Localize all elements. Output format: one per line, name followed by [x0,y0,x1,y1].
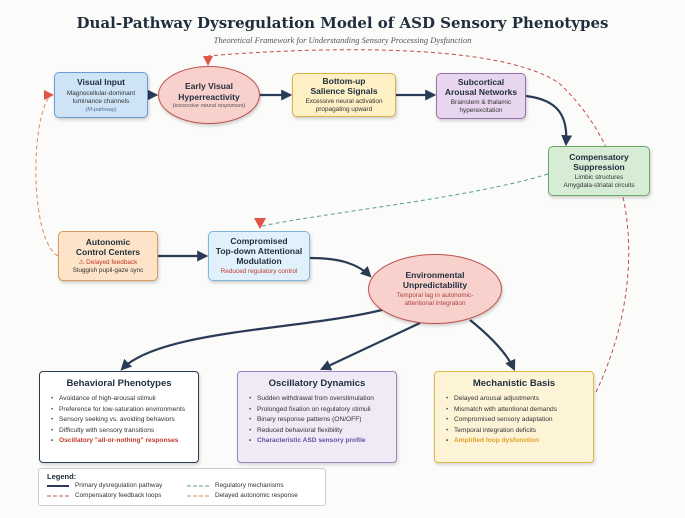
node-warning: ⚠ Delayed feedback [78,259,138,267]
list-item: Temporal integration deficits [446,426,583,437]
legend-swatch-solid [47,484,69,487]
node-top-down-modulation: Compromised Top-down Attentional Modulat… [208,231,310,281]
list-item: Preference for low-saturation environmen… [51,405,188,416]
node-subcortical-arousal: Subcortical Arousal Networks Brainstem &… [436,73,526,119]
node-desc: propagating upward [315,106,373,114]
panel-title: Oscillatory Dynamics [268,378,366,389]
node-title: Suppression [573,162,625,172]
node-desc: attentional integration [404,300,466,308]
list-item: Sensory seeking vs. avoiding behaviors [51,415,188,426]
legend-item-regulatory: Regulatory mechanisms [187,482,284,489]
arrowhead-early-top [203,56,213,66]
arrowhead-visual [44,90,54,100]
list-item: Difficulty with sensory transitions [51,426,188,437]
legend-item-delayed: Delayed autonomic response [187,492,298,499]
legend-label: Primary dysregulation pathway [75,482,163,489]
panel-title: Mechanistic Basis [472,378,556,389]
list-item-highlight: Oscillatory "all-or-nothing" responses [51,436,188,447]
list-item: Delayed arousal adjustments [446,394,583,405]
node-visual-input: Visual Input Magnocellular-dominant lumi… [54,72,148,118]
node-bottom-up-salience: Bottom-up Salience Signals Excessive neu… [292,73,396,117]
node-desc: Amygdala-striatal circuits [563,182,635,190]
node-title: Salience Signals [310,86,378,96]
panel-mechanistic-basis: Mechanistic Basis Delayed arousal adjust… [434,371,594,463]
node-desc: Temporal lag in autonomic- [396,292,474,300]
arrow-env-to-oscillatory [320,322,421,371]
arrow-sub-to-comp [525,94,573,147]
node-title: Arousal Networks [444,87,518,97]
node-desc: Magnocellular-dominant [66,89,136,97]
node-title: Early Visual [184,81,234,92]
node-title: Top-down Attentional [215,245,303,256]
legend-item-primary: Primary dysregulation pathway [47,482,162,489]
arrow-env-to-behavioral [120,308,383,371]
legend-swatch-dashed-teal [187,485,209,486]
node-title: Control Centers [75,247,141,257]
panel-title: Behavioral Phenotypes [66,378,172,389]
node-compensatory-suppression: Compensatory Suppression Limbic structur… [548,146,650,196]
list-item: Reduced behavioral flexibility [249,426,386,437]
node-title: Modulation [236,256,282,267]
legend-swatch-dashed-orange [187,495,209,496]
node-desc: Excessive neural activation [305,98,383,106]
diagram-title: Dual-Pathway Dysregulation Model of ASD … [76,14,609,32]
list-item-highlight: Amplified loop dysfunction [446,436,583,447]
arrowhead-top [254,218,266,229]
node-desc: Brainstem & thalamic [450,99,512,107]
legend: Legend: Primary dysregulation pathway Co… [38,468,326,506]
node-title: Hyperreactivity [178,91,240,102]
legend-label: Compensatory feedback loops [75,492,162,499]
node-title: Autonomic [85,236,131,247]
loop-auto-to-visual [35,95,59,257]
arrow-top-to-env [309,256,372,278]
node-autonomic-control: Autonomic Control Centers ⚠ Delayed feed… [58,231,158,281]
list-item: Compromised sensory adaptation [446,415,583,426]
node-desc: luminance channels [72,97,130,105]
legend-swatch-dashed-red [47,495,69,496]
node-desc: Sluggish pupil-gaze sync [72,267,144,275]
node-title: Unpredictability [402,280,468,290]
node-environmental-unpredictability: Environmental Unpredictability Temporal … [368,254,502,324]
node-early-visual-hyperreactivity: Early Visual Hyperreactivity (excessive … [158,66,260,124]
list-item: Binary response patterns (ON/OFF) [249,415,386,426]
panel-oscillatory-dynamics: Oscillatory Dynamics Sudden withdrawal f… [237,371,397,463]
node-title: Compromised [230,235,288,246]
node-note: (M-pathway) [85,106,117,113]
diagram-subtitle: Theoretical Framework for Understanding … [213,35,472,45]
list-item: Prolonged fixation on regulatory stimuli [249,405,386,416]
list-item: Avoidance of high-arousal stimuli [51,394,188,405]
node-title: Environmental [405,269,465,280]
arrow-env-to-mechanistic [469,319,516,371]
legend-label: Delayed autonomic response [215,492,298,499]
legend-title: Legend: [47,472,77,481]
list-item: Sudden withdrawal from overstimulation [249,394,386,405]
panel-behavioral-phenotypes: Behavioral Phenotypes Avoidance of high-… [39,371,199,463]
node-note: (excessive neural responses) [172,102,246,109]
node-title: Visual Input [76,77,126,88]
list-item-highlight: Characteristic ASD sensory profile [249,436,386,447]
legend-label: Regulatory mechanisms [215,482,284,489]
node-desc: hyperexcitation [459,107,503,115]
legend-item-compensatory: Compensatory feedback loops [47,492,161,499]
node-title: Bottom-up [322,75,366,86]
loop-mechanistic-to-early [207,49,630,393]
node-title: Subcortical [457,76,505,87]
node-desc: Limbic structures [574,174,624,182]
node-title: Compensatory [569,151,629,162]
loop-comp-to-top [261,173,549,227]
node-desc: Reduced regulatory control [220,268,298,276]
list-item: Mismatch with attentional demands [446,405,583,416]
